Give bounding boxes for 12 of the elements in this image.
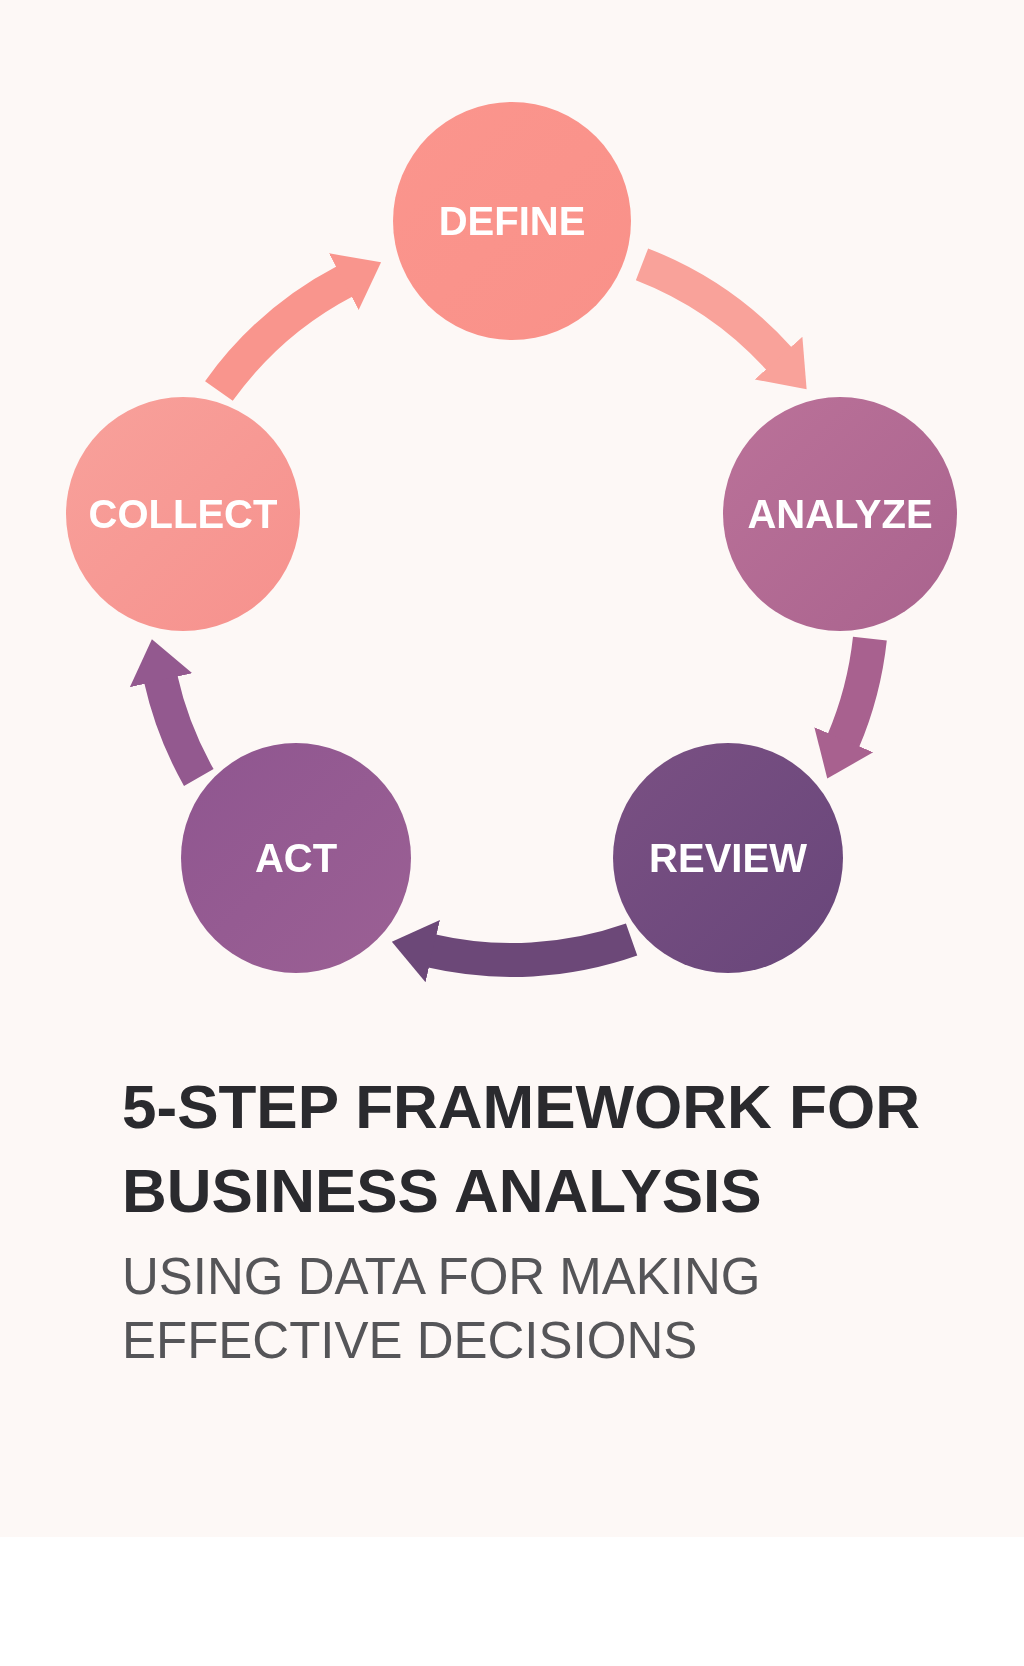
curved-arrow (813, 636, 887, 779)
step-label: REVIEW (649, 835, 807, 881)
step-label: ACT (254, 835, 338, 881)
subtitle: USING DATA FOR MAKING EFFECTIVE DECISIONS (122, 1247, 762, 1371)
curved-arrow (130, 639, 214, 786)
step-label: COLLECT (88, 491, 278, 537)
curved-arrow (391, 919, 637, 983)
step-label: ANALYZE (747, 491, 933, 537)
title: 5-STEP FRAMEWORK FOR BUSINESS ANALYSIS (122, 1071, 921, 1227)
curved-arrow (634, 248, 809, 388)
step-label: DEFINE (438, 198, 586, 244)
curved-arrow (205, 254, 380, 402)
